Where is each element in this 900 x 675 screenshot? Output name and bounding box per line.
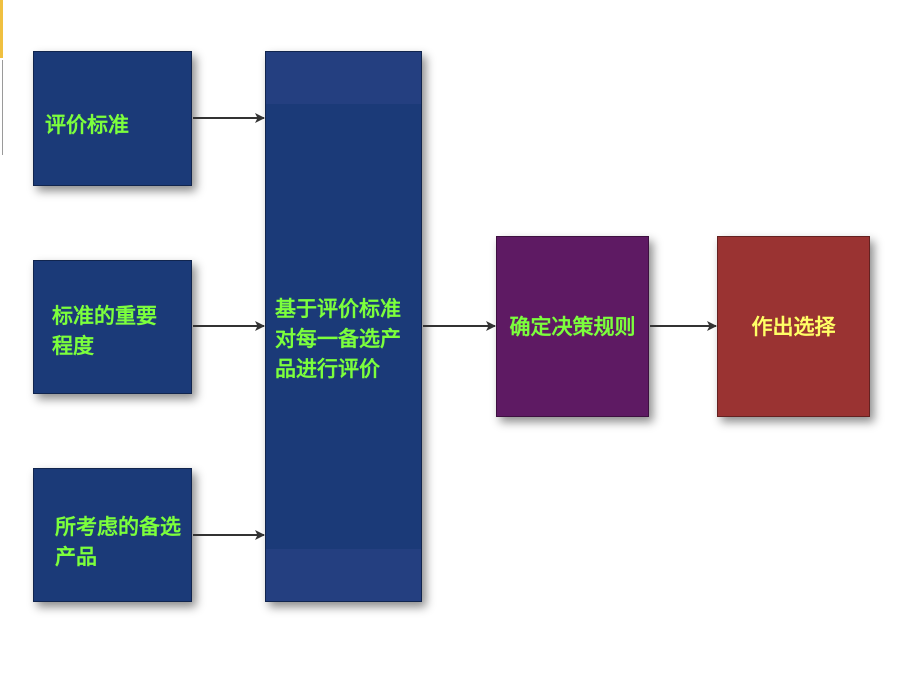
left-accent-bar [0, 0, 3, 58]
evaluate-label: 基于评价标准对每一备选产品进行评价 [275, 297, 401, 381]
criteria-label: 评价标准 [45, 113, 129, 137]
decision-rule-label: 确定决策规则 [509, 314, 636, 339]
alternatives-label: 所考虑的备选产品 [55, 515, 181, 569]
evaluate-box-top-band [266, 52, 421, 104]
evaluate-box-bottom-band [266, 549, 421, 601]
choose-label: 作出选择 [751, 314, 836, 339]
alternatives-box: 所考虑的备选产品 [33, 468, 192, 602]
importance-label: 标准的重要程度 [52, 304, 157, 358]
importance-box: 标准的重要程度 [33, 260, 192, 394]
evaluate-box: 基于评价标准对每一备选产品进行评价 [265, 51, 422, 602]
choose-box: 作出选择 [717, 236, 870, 417]
criteria-box: 评价标准 [33, 51, 192, 186]
left-divider-line [2, 60, 3, 155]
decision-rule-box: 确定决策规则 [496, 236, 649, 417]
